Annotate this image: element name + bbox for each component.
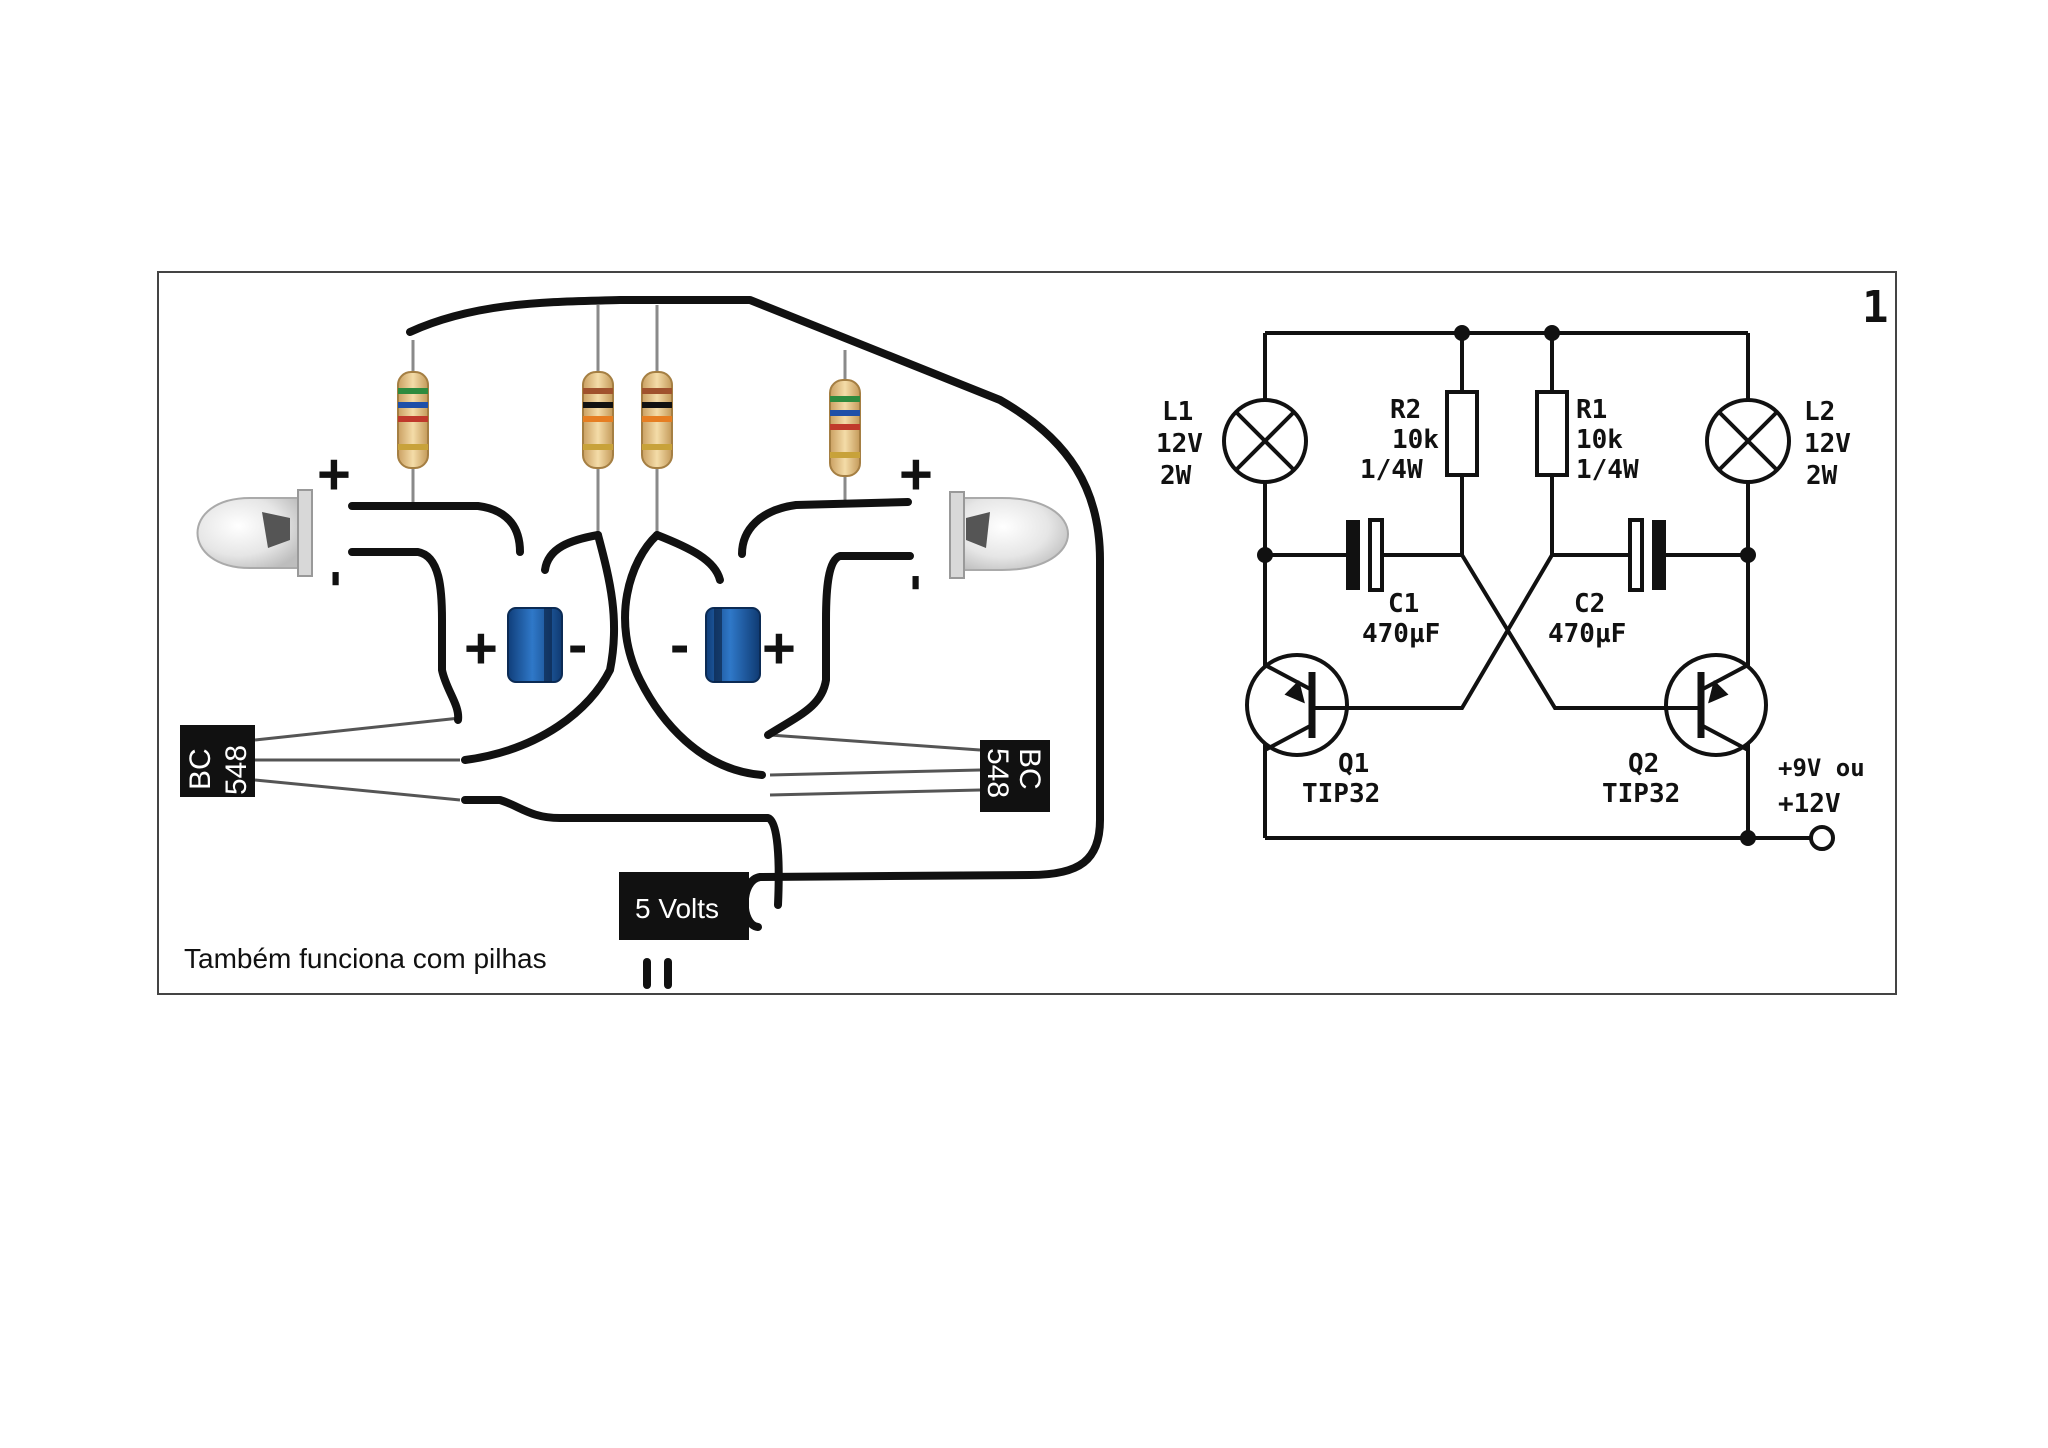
supply-terminal — [1809, 825, 1835, 851]
schematic-labels: L1 12V 2W R2 10k 1/4W R1 10k 1/4W L2 12V… — [1156, 395, 1865, 819]
transistor-left: BC 548 — [180, 725, 255, 797]
power-supply-block — [619, 872, 749, 940]
L1-name: L1 — [1162, 397, 1193, 427]
resistor-3 — [641, 371, 673, 469]
L2-name: L2 — [1804, 397, 1835, 427]
transistor-right-line2: 548 — [981, 748, 1014, 798]
Q1-name: Q1 — [1338, 749, 1369, 779]
cap-left-plus-label: + — [464, 616, 498, 681]
C1-name: C1 — [1388, 589, 1419, 619]
resistor-4 — [829, 379, 861, 477]
lamp-L1-symbol — [1222, 398, 1308, 484]
cap-right-plus-label: + — [762, 616, 796, 681]
schematic-junctions — [1257, 325, 1756, 846]
R2-power: 1/4W — [1360, 455, 1423, 485]
capacitor-right — [705, 607, 761, 683]
Q2-part: TIP32 — [1602, 779, 1680, 809]
thick-wires — [348, 296, 1104, 989]
schematic-panel: 1 — [1156, 282, 1889, 851]
supply-line1: +9V ou — [1778, 754, 1865, 782]
resistor-1 — [397, 371, 429, 469]
figure-frame — [157, 271, 1897, 995]
transistor-right-line1: BC — [1013, 748, 1046, 790]
transistor-right: BC 548 — [980, 740, 1050, 812]
L1-power: 2W — [1160, 461, 1192, 491]
cap-left-minus-label: - — [568, 612, 587, 677]
led-right-plus-label: + — [899, 442, 933, 507]
led-left-plus-label: + — [317, 442, 351, 507]
schematic-wires — [1263, 331, 1810, 840]
transistor-legs — [254, 716, 981, 802]
power-supply-label: 5 Volts — [635, 893, 719, 924]
supply-line2: +12V — [1778, 789, 1841, 819]
transistor-Q2-symbol — [1664, 653, 1768, 757]
L2-voltage: 12V — [1804, 429, 1851, 459]
L2-power: 2W — [1806, 461, 1838, 491]
capacitor-C1-symbol — [1346, 518, 1384, 592]
R1-power: 1/4W — [1576, 455, 1639, 485]
L1-voltage: 12V — [1156, 429, 1203, 459]
led-right-minus-label: - — [890, 574, 948, 591]
transistor-left-line1: BC — [184, 748, 217, 790]
resistor-R2-symbol — [1445, 390, 1479, 477]
resistor-2 — [582, 371, 614, 469]
capacitor-left — [507, 607, 563, 683]
transistor-Q1-symbol — [1245, 653, 1349, 757]
lamp-L2-symbol — [1705, 398, 1791, 484]
R1-name: R1 — [1576, 395, 1607, 425]
breadboard-panel: BC 548 BC 548 + - + - + - - + 5 Volts Ta… — [157, 271, 1897, 995]
C1-value: 470µF — [1362, 619, 1440, 649]
led-left-minus-label: - — [310, 570, 368, 587]
R2-name: R2 — [1390, 395, 1421, 425]
C2-name: C2 — [1574, 589, 1605, 619]
figure-number: 1 — [1862, 282, 1889, 333]
led-left — [196, 489, 313, 577]
Q1-part: TIP32 — [1302, 779, 1380, 809]
resistor-R1-symbol — [1535, 390, 1569, 477]
C2-value: 470µF — [1548, 619, 1626, 649]
R2-value: 10k — [1392, 425, 1439, 455]
Q2-name: Q2 — [1628, 749, 1659, 779]
R1-value: 10k — [1576, 425, 1623, 455]
transistor-left-line2: 548 — [220, 745, 253, 795]
cap-right-minus-label: - — [670, 612, 689, 677]
capacitor-C2-symbol — [1628, 518, 1666, 592]
led-right — [949, 491, 1069, 579]
breadboard-note: Também funciona com pilhas — [184, 943, 547, 974]
